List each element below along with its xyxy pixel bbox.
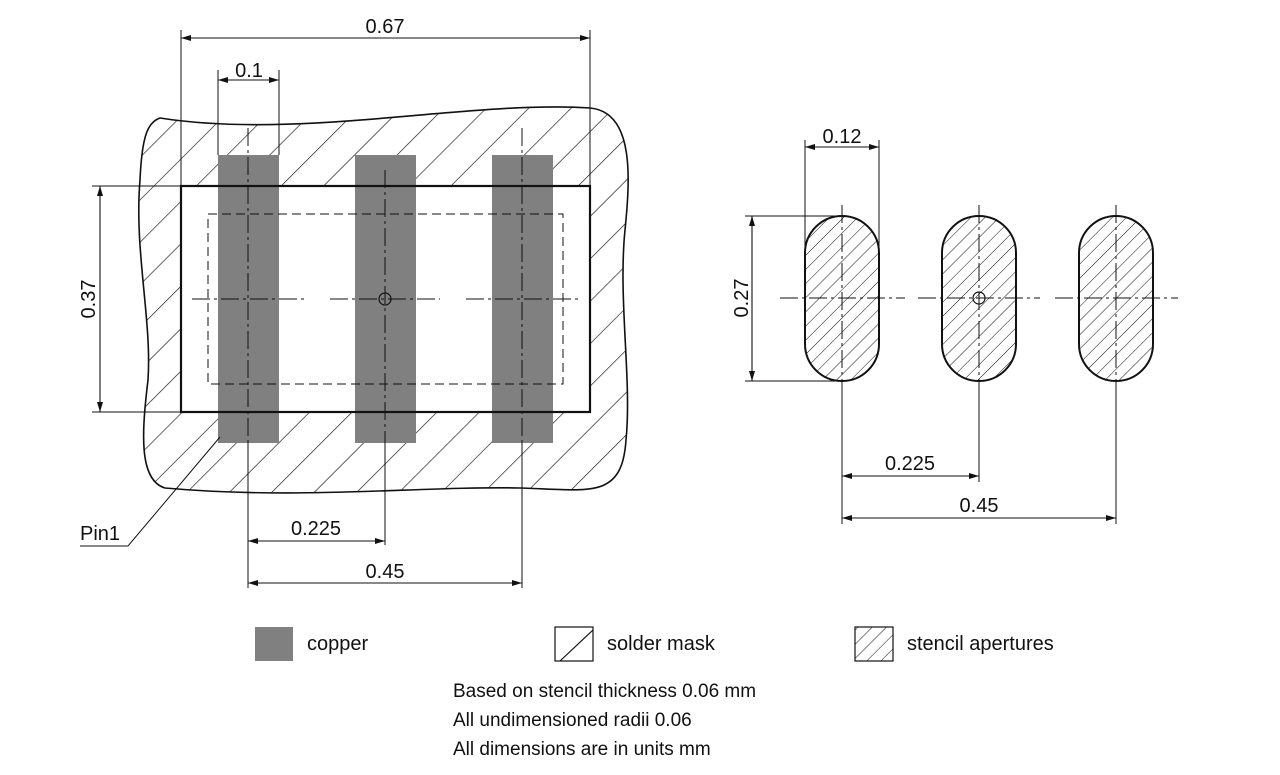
extension-lines-right [745,140,1117,524]
dim-pad-width: 0.1 [235,60,263,82]
legend-copper-swatch [255,627,293,661]
note-stencil-thickness: Based on stencil thickness 0.06 mm [453,681,757,702]
center-lines-right [780,205,1178,392]
dim-overall-width: 0.67 [366,16,405,38]
dimension-lines-right [749,144,1116,521]
note-units: All dimensions are in units mm [453,739,711,760]
origin-marker-right [972,291,986,305]
pin1-label: Pin1 [80,523,120,545]
legend-solder-mask-label: solder mask [607,633,716,655]
extension-lines-left [92,30,591,588]
dim-pitch-half-left: 0.225 [291,518,341,540]
dimension-lines-left [97,35,590,586]
dim-pitch-left: 0.45 [366,561,405,583]
left-view: 0.67 0.1 0.37 0.225 0.45 Pin1 [78,16,629,588]
legend-stencil-swatch [854,626,894,662]
right-view: 0.12 0.27 0.225 0.45 [731,126,1178,524]
legend-copper-label: copper [307,633,368,655]
origin-marker-left [378,292,392,306]
legend-solder-mask-swatch [554,626,594,662]
dim-aperture-height: 0.27 [731,279,753,318]
dim-aperture-width: 0.12 [823,126,862,148]
dim-pitch-right: 0.45 [960,495,999,517]
pin1-leader [80,436,221,547]
legend: copper solder mask stencil apertures [255,626,1054,662]
dim-overall-height: 0.37 [78,280,100,319]
dim-pitch-half-right: 0.225 [885,453,935,475]
note-radii: All undimensioned radii 0.06 [453,710,692,731]
legend-stencil-label: stencil apertures [907,633,1054,655]
